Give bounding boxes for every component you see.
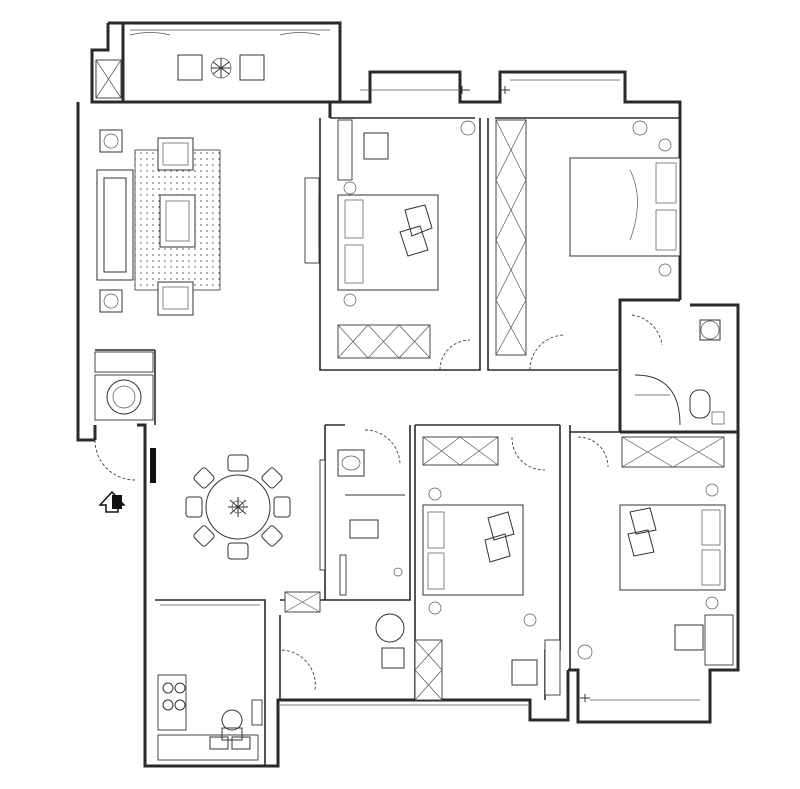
kitchen	[157, 604, 263, 761]
washer	[375, 613, 405, 643]
stove-burner-icon	[162, 682, 174, 694]
toilet-2	[349, 519, 379, 539]
toilet	[689, 389, 711, 419]
wardrobe-1	[337, 324, 431, 359]
wardrobe-2	[495, 119, 527, 356]
exterior-walls	[76, 21, 740, 768]
bedroom-4	[577, 436, 734, 702]
laundry-area	[278, 591, 530, 706]
side-table-bottom	[99, 289, 123, 313]
entrance	[94, 439, 156, 513]
dining-area	[185, 454, 326, 571]
wardrobe-3	[422, 436, 499, 466]
balcony	[95, 29, 330, 99]
tv-cabinet	[304, 177, 320, 264]
living-room	[94, 129, 320, 421]
coffee-table	[159, 194, 196, 248]
chair-4	[674, 624, 704, 651]
bedroom-3	[414, 436, 561, 701]
wardrobe-4	[621, 436, 725, 468]
chef-figure	[221, 709, 243, 731]
bedroom-1	[337, 86, 476, 371]
chair-1	[363, 132, 389, 160]
chair-3	[511, 659, 538, 686]
bed-1	[337, 194, 439, 291]
armchair-bottom	[157, 281, 194, 316]
bedroom-2	[495, 79, 681, 371]
balcony-chair-left	[177, 54, 203, 81]
decor-cabinet	[94, 374, 154, 421]
interior-walls	[95, 117, 680, 766]
bed-2	[569, 157, 681, 257]
bed-4	[619, 504, 726, 591]
bathroom-2	[337, 429, 405, 596]
bed-3	[422, 504, 524, 596]
balcony-chair-right	[239, 54, 265, 81]
side-table-top	[99, 129, 123, 153]
sink	[209, 736, 229, 750]
bathroom-1	[631, 314, 725, 426]
